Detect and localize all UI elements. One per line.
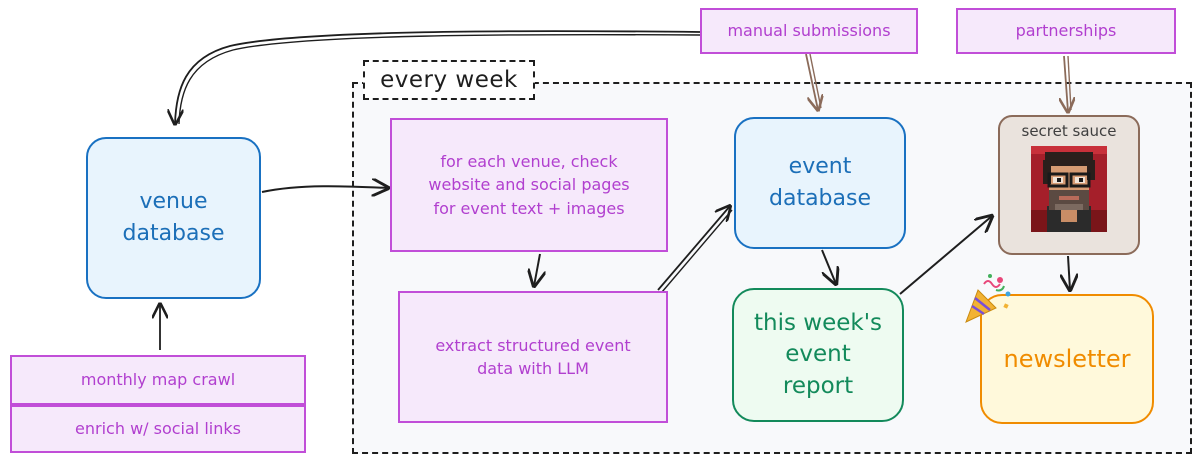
weekly-report-line-1: this week's xyxy=(753,310,883,337)
weekly-report-line-3: report xyxy=(782,372,854,399)
secret-sauce-node: secret sauce xyxy=(998,115,1140,255)
enrich-links-label: enrich w/ social links xyxy=(75,419,241,439)
partnerships-label: partnerships xyxy=(1015,21,1117,41)
venue-database-node: venue database xyxy=(86,137,261,299)
arrow-submissions-to-venue xyxy=(175,30,701,124)
extract-llm-node: extract structured event data with LLM xyxy=(398,291,668,423)
arrow-check-to-extract xyxy=(534,253,540,286)
check-sites-line-1: for each venue, check xyxy=(440,152,618,172)
event-database-line-2: database xyxy=(769,186,871,211)
check-sites-node: for each venue, check website and social… xyxy=(390,118,668,252)
arrow-sauce-to-newsletter xyxy=(1068,255,1070,290)
arrow-event-db-to-report xyxy=(821,249,836,284)
weekly-report-node: this week's event report xyxy=(732,288,904,422)
arrow-venue-to-check xyxy=(261,186,388,192)
manual-submissions-node: manual submissions xyxy=(700,8,918,54)
arrow-submissions-to-event-db xyxy=(805,53,818,110)
event-database-node: event database xyxy=(734,117,906,249)
arrow-extract-to-event-db xyxy=(657,206,730,291)
weekly-report-line-2: event xyxy=(785,341,851,368)
extract-llm-line-2: data with LLM xyxy=(477,359,589,378)
newsletter-label: newsletter xyxy=(1003,345,1131,373)
monthly-crawl-label: monthly map crawl xyxy=(80,370,236,390)
venue-database-line-1: venue xyxy=(139,189,208,215)
check-sites-line-3: for event text + images xyxy=(433,198,625,218)
venue-database-line-2: database xyxy=(122,221,225,246)
arrow-report-to-sauce xyxy=(899,216,992,295)
enrich-links-node: enrich w/ social links xyxy=(10,405,306,453)
event-database-line-1: event xyxy=(788,154,852,180)
secret-sauce-label: secret sauce xyxy=(1021,122,1117,140)
newsletter-node: newsletter xyxy=(980,294,1154,424)
extract-llm-line-1: extract structured event xyxy=(435,335,631,355)
pixel-art-portrait-icon xyxy=(1031,146,1107,232)
check-sites-line-2: website and social pages xyxy=(428,175,630,195)
party-popper-icon xyxy=(965,274,1011,323)
every-week-label: every week xyxy=(363,60,535,100)
monthly-crawl-node: monthly map crawl xyxy=(10,355,306,405)
arrow-partnerships-to-sauce xyxy=(1064,55,1068,112)
partnerships-node: partnerships xyxy=(956,8,1176,54)
manual-submissions-label: manual submissions xyxy=(727,21,891,41)
